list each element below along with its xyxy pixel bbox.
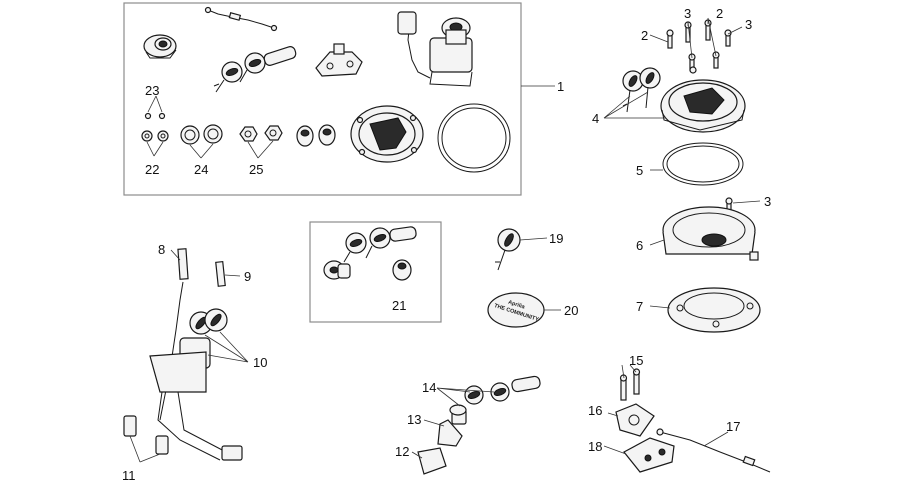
callout-24: 24 <box>194 162 208 177</box>
callout-25: 25 <box>249 162 263 177</box>
key-19 <box>495 228 521 271</box>
callout-7: 7 <box>636 299 643 314</box>
callout-9: 9 <box>244 269 251 284</box>
callout-22: 22 <box>145 162 159 177</box>
ignition-lock-10 <box>149 281 228 461</box>
callout-15: 15 <box>629 353 643 368</box>
callout-11: 11 <box>122 468 136 483</box>
callout-20: 20 <box>564 303 578 318</box>
kit-frame <box>123 2 522 196</box>
small-washers-23 <box>144 112 166 120</box>
callout-12: 12 <box>395 444 409 459</box>
callout-labels: 1 23 22 24 25 2 3 2 3 4 5 3 6 7 8 9 10 1… <box>122 6 771 483</box>
gasket-ring-part <box>437 103 511 173</box>
lock-cylinder-part <box>143 34 177 59</box>
subkit-keys <box>343 226 417 263</box>
callout-10: 10 <box>253 355 267 370</box>
callout-8: 8 <box>158 242 165 257</box>
logo-line1: Aprilia <box>507 300 526 311</box>
plate-7 <box>667 287 761 333</box>
lock-body-18 <box>623 437 675 473</box>
bracket-part <box>315 43 363 77</box>
keys-4 <box>622 67 661 113</box>
fuel-cap-part <box>350 105 424 163</box>
callout-3b: 3 <box>745 17 752 32</box>
callout-2b: 2 <box>716 6 723 21</box>
plate-16 <box>615 403 655 437</box>
connectors-11 <box>123 415 243 461</box>
pin-9 <box>215 260 226 287</box>
callout-1: 1 <box>557 79 564 94</box>
callout-21: 21 <box>392 298 406 313</box>
rings-24 <box>180 124 223 145</box>
callout-3c: 3 <box>764 194 771 209</box>
cable-part <box>204 6 278 32</box>
cap-base-6 <box>662 206 759 261</box>
screws-2-3 <box>666 19 732 71</box>
callout-16: 16 <box>588 403 602 418</box>
gasket-5 <box>662 142 744 186</box>
fuel-cap-assembly <box>660 66 746 133</box>
callout-17: 17 <box>726 419 740 434</box>
washers-22 <box>141 130 169 142</box>
callout-4: 4 <box>592 111 599 126</box>
callout-18: 18 <box>588 439 602 454</box>
subkit-cylinders <box>323 259 412 281</box>
pin-8 <box>177 248 189 280</box>
callout-14: 14 <box>422 380 436 395</box>
callout-2a: 2 <box>641 28 648 43</box>
callout-23: 23 <box>145 83 159 98</box>
key-set-part <box>213 46 297 93</box>
logo-plate-20: Aprilia THE COMMUNITY <box>487 292 545 328</box>
callout-13: 13 <box>407 412 421 427</box>
leader-lines <box>129 17 761 463</box>
callout-3a: 3 <box>684 6 691 21</box>
callout-5: 5 <box>636 163 643 178</box>
nuts-25 <box>239 125 283 142</box>
subkit-frame <box>309 221 442 323</box>
cable-17 <box>656 428 771 473</box>
callout-19: 19 <box>549 231 563 246</box>
saddle-lock-assembly <box>417 375 541 475</box>
callout-6: 6 <box>636 238 643 253</box>
ignition-switch-part <box>397 11 473 87</box>
cylinders-part <box>296 124 336 147</box>
